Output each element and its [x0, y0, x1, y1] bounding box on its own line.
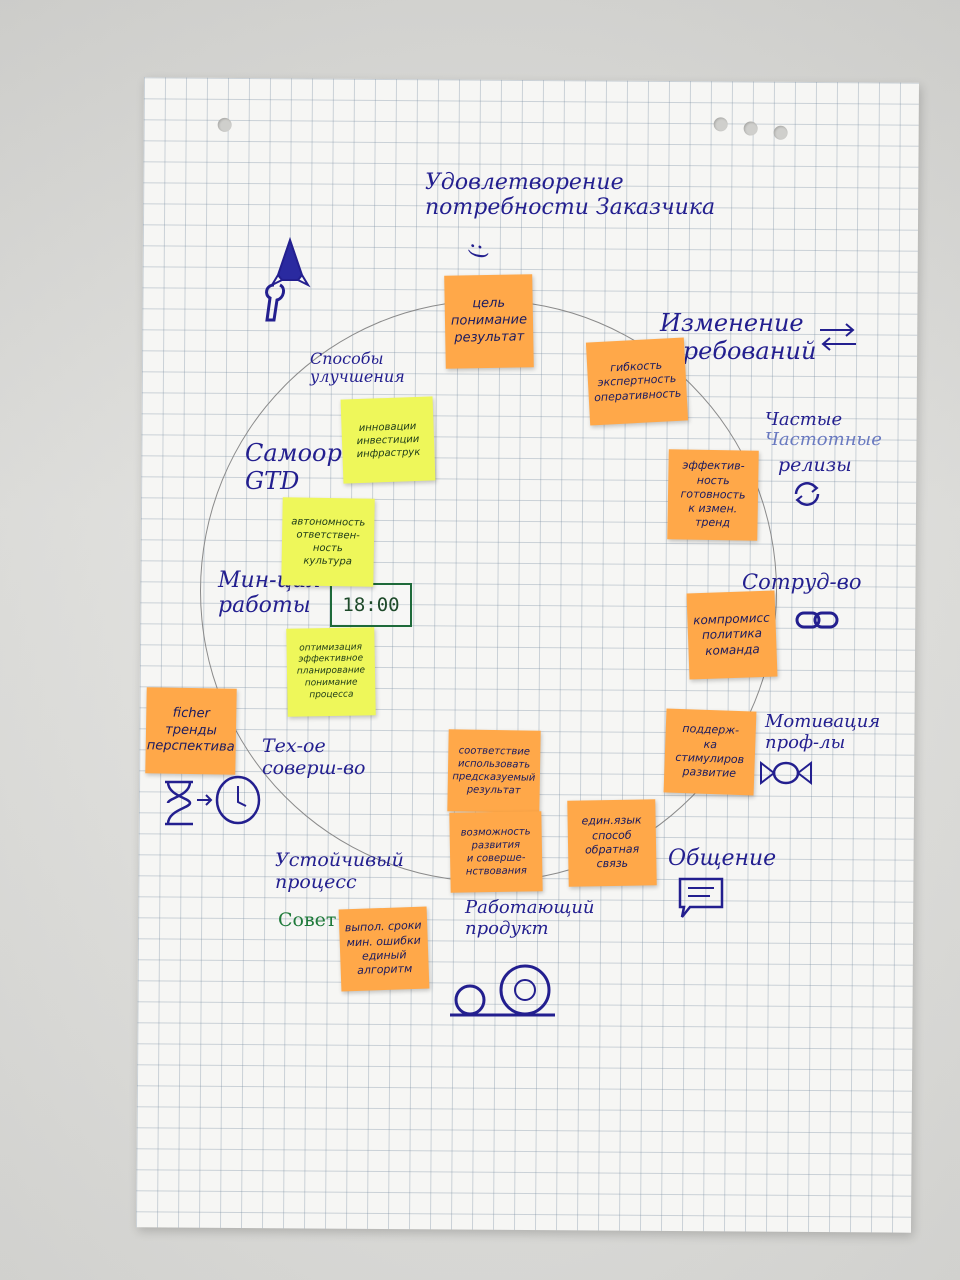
label-chastye: Частые: [765, 409, 843, 430]
note-kompromiss: компромисс политика команда: [686, 590, 778, 680]
label-relizy: релизы: [778, 454, 852, 476]
link-icon: [795, 611, 839, 629]
label-chastotnye: Частотные: [765, 429, 882, 450]
label-teh-sovershenstvo: Тех-ое соверш-во: [262, 735, 366, 779]
arrows-icon: [820, 323, 856, 351]
note-avtonomnost: автономность ответствен- ность культура: [281, 497, 375, 587]
note-sootvetstvie: соответствие использовать предсказуемый …: [447, 729, 541, 813]
note-optimizaciya: оптимизация эффективное планирование пон…: [286, 627, 376, 717]
label-obshchenie: Общение: [668, 846, 777, 871]
note-vozmozhnost: возможность развития и соверше- нствован…: [449, 811, 543, 893]
punch-hole: [743, 121, 758, 136]
gears-icon: [450, 964, 555, 1017]
label-sposoby: Способы улучшения: [310, 349, 405, 387]
label-izmenenie: Изменение требований: [660, 309, 817, 365]
punch-hole: [773, 125, 788, 140]
label-sovet: Совет: [278, 909, 337, 931]
note-podderzhka: поддерж- ка стимулиров развитие: [663, 708, 757, 796]
label-samoorg: Самоорг GTD: [245, 439, 354, 495]
top-title: Удовлетворение потребности Заказчика: [425, 170, 716, 221]
note-fichi: ficher тренды перспектива: [145, 687, 237, 775]
label-rabotayushchiy: Работающий продукт: [465, 897, 595, 939]
note-edin: един.язык способ обратная связь: [567, 799, 657, 887]
cycle-icon: [794, 482, 820, 506]
hourglass-icon: [165, 780, 193, 826]
note-vypoln: выпол. сроки мин. ошибки единый алгоритм: [338, 906, 430, 992]
punch-hole: [217, 117, 232, 132]
clock-face-icon: [215, 775, 261, 825]
punch-hole: [713, 117, 728, 132]
time-box: 18:00: [330, 583, 412, 627]
wrench-icon: [265, 283, 286, 322]
smiley: :): [465, 242, 491, 259]
note-effektivnost: эффектив- ность готовность к измен. трен…: [667, 449, 759, 541]
note-cel: цель понимание результат: [444, 274, 534, 369]
chat-bubble-icon: [678, 877, 724, 918]
candy-icon: [760, 760, 812, 786]
label-sotrud: Сотруд-во: [742, 570, 862, 594]
arrow-right-icon: [197, 794, 213, 806]
label-motivaciya: Мотивация проф-лы: [765, 711, 881, 753]
note-gibkost: гибкость экспертность оперативность: [585, 337, 689, 426]
note-innovacii: инновации инвестиции инфраструк: [340, 396, 436, 484]
label-ustoichivyi: Устойчивый процесс: [275, 849, 404, 893]
